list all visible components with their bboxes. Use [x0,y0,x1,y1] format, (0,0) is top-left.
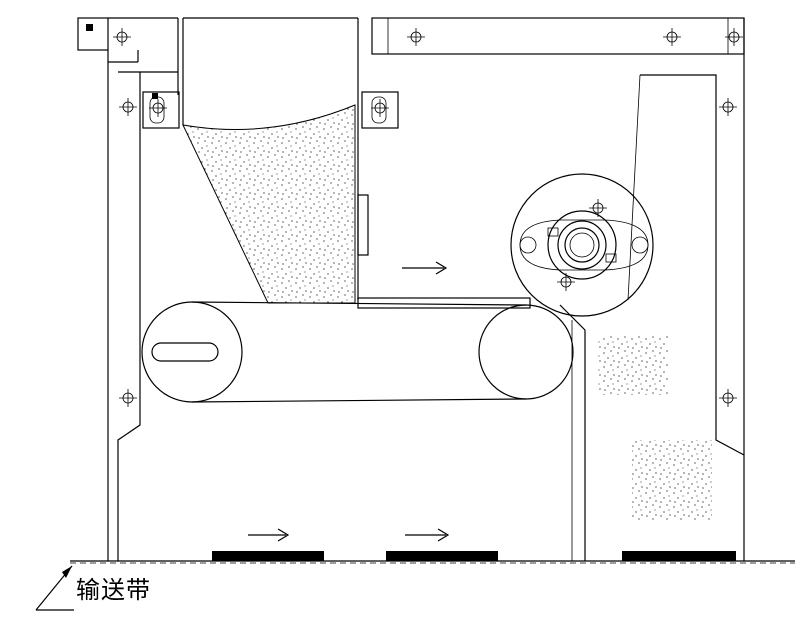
hopper-mount-bracket-right [361,91,399,129]
conveyor-belt-label: 输送带 [76,576,151,604]
conveyor-belt-segments [212,551,736,561]
hopper-housing [182,17,369,300]
flow-arrow-icon [248,261,450,542]
belt-conveyor [141,297,574,403]
bearing-housing-icon [510,173,654,317]
right-frame-column [627,74,745,456]
top-cover-plate [371,17,745,561]
falling-material [598,335,712,520]
label-pointer-arrow-icon [35,565,74,611]
ground-line [70,560,795,564]
bulk-material-fill [182,104,356,304]
discharge-chute [559,304,586,561]
hopper-mount-bracket-left [142,91,180,129]
left-frame-column [77,17,179,561]
